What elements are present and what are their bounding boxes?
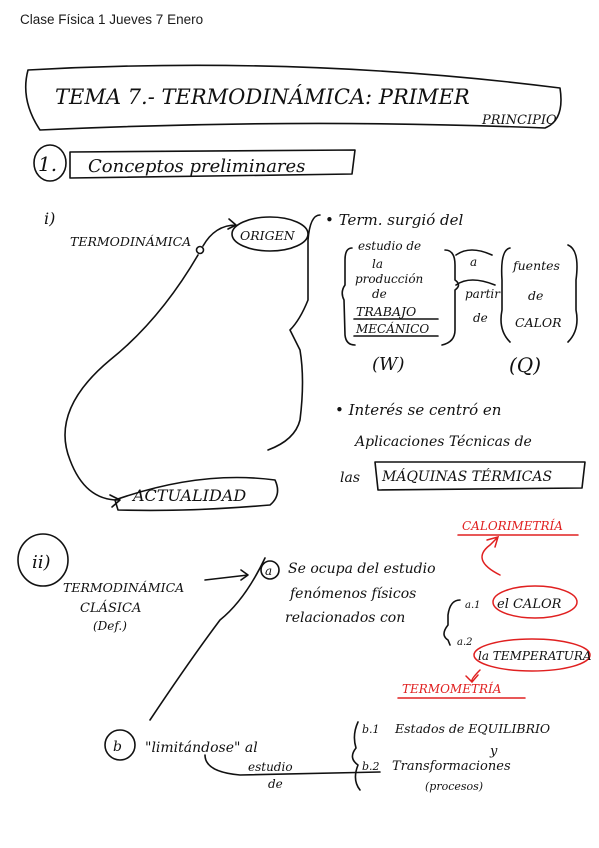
classic-term: TERMODINÁMICA (63, 580, 184, 595)
heat-circle (492, 585, 578, 619)
study-line-6: MECÁNICO (355, 321, 429, 336)
page-header: Clase Física 1 Jueves 7 Enero (20, 12, 204, 27)
a2-label: a.2 (457, 637, 473, 648)
study-line-5: TRABAJO (356, 304, 416, 319)
origin-label: ORIGEN (240, 228, 296, 243)
b-link-curve (204, 754, 381, 776)
title-box-outline (24, 64, 562, 131)
source-brace-left (500, 247, 511, 343)
section-heading-box (69, 149, 356, 179)
classic-label: CLÁSICA (80, 600, 141, 616)
study-line-1: estudio de (358, 239, 421, 253)
study-line-2: la (372, 257, 383, 271)
machines-box (374, 461, 586, 491)
big-brace (267, 214, 321, 451)
source-line-1: fuentes (512, 258, 560, 273)
bullet-origin: • Term. surgió del (325, 211, 463, 229)
b-marker: b (113, 739, 122, 755)
work-symbol: (W) (372, 354, 405, 375)
a1-label: a.1 (465, 600, 481, 611)
present-outline (114, 476, 279, 512)
study-line-3: producción (355, 272, 423, 286)
a-line-2: fenómenos físicos (289, 586, 416, 602)
classic-arrow (204, 569, 249, 581)
a-marker: a (265, 564, 272, 578)
a-brace (455, 249, 496, 286)
calorimetry-arrow (481, 535, 501, 576)
b1-text: Estados de EQUILIBRIO (394, 721, 550, 736)
b-label: "limitándose" al (145, 740, 258, 756)
applications-line: Aplicaciones Técnicas de (353, 434, 532, 450)
bullet-interest: • Interés se centró en (335, 401, 501, 419)
a-sub-brace (443, 599, 461, 646)
b-study-line-2: de (268, 777, 283, 791)
b2-subtext: (procesos) (425, 780, 483, 793)
heat-symbol: (Q) (509, 353, 541, 377)
present-arrow (109, 494, 121, 508)
title-line-2: PRINCIPIO (481, 113, 557, 128)
part-ii-circle (17, 533, 69, 587)
source-brace-right (567, 244, 578, 343)
b-study-line-1: estudio (248, 760, 293, 774)
heat-label: el CALOR (497, 597, 562, 612)
b2-text: Transformaciones (392, 759, 511, 774)
section-heading: Conceptos preliminares (88, 156, 305, 177)
study-brace-right (441, 249, 460, 346)
b2-label: b.2 (362, 760, 380, 773)
b-brace (351, 721, 361, 791)
title-line-1: TEMA 7.- TERMODINÁMICA: PRIMER (55, 85, 470, 109)
ii-long-bracket (149, 557, 266, 721)
present-label: ACTUALIDAD (131, 486, 246, 505)
part-i-marker: i) (44, 209, 55, 228)
b1-label: b.1 (362, 723, 380, 736)
source-line-3: CALOR (515, 315, 562, 330)
from-line-1: partir (465, 287, 501, 301)
machines-label: MÁQUINAS TÉRMICAS (381, 467, 552, 485)
source-line-2: de (528, 288, 543, 303)
definition-label: (Def.) (93, 619, 127, 633)
temperature-circle (473, 638, 591, 672)
term-node (195, 245, 205, 255)
thermometry-label: TERMOMETRÍA (402, 681, 502, 696)
section-number: 1. (38, 152, 57, 176)
term-label: TERMODINÁMICA (70, 234, 191, 249)
section-number-circle (33, 144, 67, 182)
thermometry-arrow (465, 669, 481, 684)
study-brace-left (341, 247, 356, 346)
from-line-2: de (473, 311, 488, 325)
origin-arrow (202, 218, 237, 247)
a-line-3: relacionados con (285, 610, 405, 626)
a-line-1: Se ocupa del estudio (288, 561, 436, 577)
a-circle (260, 560, 280, 580)
temperature-label: la TEMPERATURA (478, 649, 592, 663)
b-circle (104, 729, 136, 761)
y-word: y (489, 744, 498, 759)
a-word: a (470, 255, 477, 269)
study-line-4: de (372, 287, 387, 301)
timeline-curve (64, 254, 199, 501)
part-ii-marker: ii) (32, 552, 51, 573)
calorimetry-label: CALORIMETRÍA (462, 518, 563, 533)
machines-prefix: las (340, 470, 360, 486)
